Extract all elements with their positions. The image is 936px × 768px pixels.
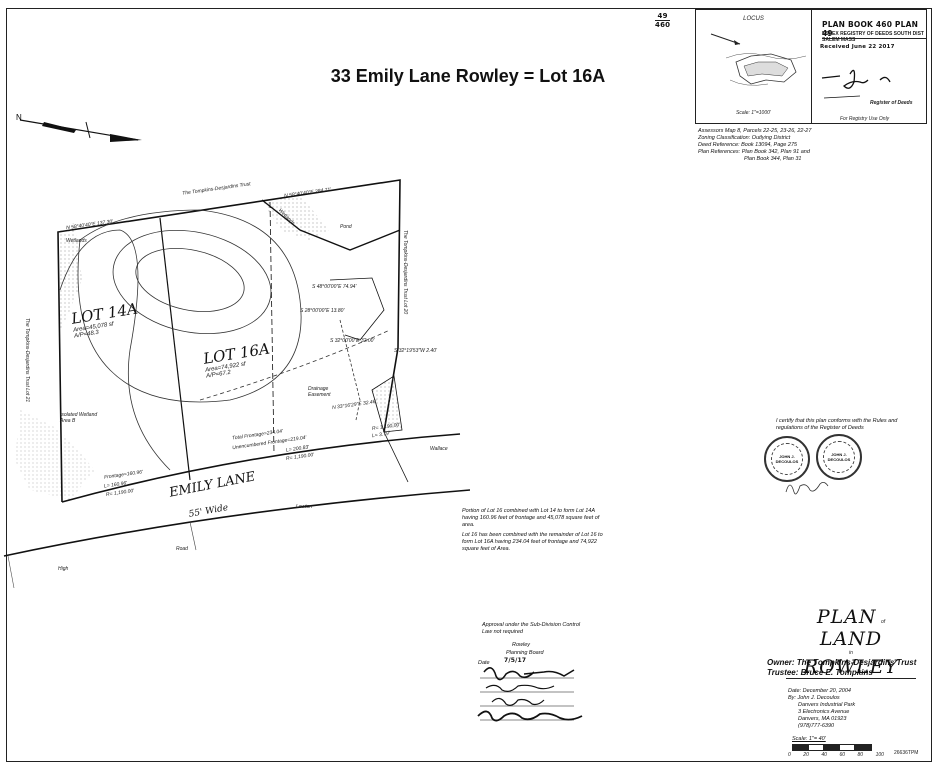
surveyor-line: Danvers Industrial Park <box>798 702 856 708</box>
scale-tick: 100 <box>875 752 884 758</box>
locus-map <box>710 33 807 86</box>
approval-statement: Approval under the Sub-Division Control … <box>482 622 581 635</box>
plan-drawing <box>3 179 470 589</box>
reference-line: Plan Book 344, Plan 31 <box>744 156 802 162</box>
reference-line: Plan References: Plan Book 342, Plan 91 … <box>698 149 810 155</box>
drainage-easement-label: Drainage Easement <box>308 386 331 398</box>
plan-title-town: ROWLEY <box>786 656 916 679</box>
svg-text:N: N <box>16 113 22 122</box>
scale-tick: 0 <box>788 752 791 758</box>
road-label-wallace: Wallace <box>430 446 448 452</box>
street-line-south <box>3 489 470 557</box>
seal-text: JOHN J. DECOULOS <box>823 441 855 473</box>
approval-date-label: Date <box>478 660 490 666</box>
bearing-s4: S 32°19'53"W 2.40' <box>394 348 437 354</box>
sheet-reference: 49 460 <box>655 12 671 29</box>
plan-book-stamp: PLAN BOOK 460 PLAN 49 <box>822 20 926 39</box>
approval-board: Planning Board <box>506 650 544 656</box>
surveyor-seal-2: JOHN J. DECOULOS <box>816 434 862 480</box>
approval-town: Rowley <box>512 642 531 648</box>
approval-date: 7/5/17 <box>504 657 527 664</box>
register-label: Register of Deeds <box>870 100 913 106</box>
scale-tick: 80 <box>857 752 864 758</box>
surveyor-seal-1: JOHN J. DECOULOS <box>764 436 810 482</box>
reference-line: Zoning Classification: Outlying District <box>698 135 791 141</box>
seal-signature <box>785 482 829 495</box>
surveyor-line: (978)777-6390 <box>798 723 835 729</box>
reference-line: Assessors Map 8, Parcels 22-25, 23-26, 2… <box>698 128 812 134</box>
seal-text: JOHN J. DECOULOS <box>771 443 803 475</box>
surveyor-line: Date: December 20, 2004 <box>788 688 851 694</box>
plan-title-in: in <box>849 650 853 656</box>
plan-title-word: PLAN <box>816 606 877 628</box>
plan-title-word: LAND <box>819 628 883 650</box>
abutter-west: The Tompkins-Desjardins Trust Lot 21 <box>24 318 30 403</box>
north-arrow-icon: N <box>16 113 142 142</box>
title-block: LOCUS Scale: 1"=1000' PLAN BOOK 460 PLAN… <box>695 9 927 124</box>
sheet-ref-top: 49 <box>657 12 668 20</box>
pond-label: Pond <box>340 224 352 230</box>
scale-tick: 20 <box>803 752 809 758</box>
lot-notes: Portion of Lot 16 combined with Lot 14 t… <box>462 508 612 553</box>
reference-line: Deed Reference: Book 13094, Page 275 <box>698 142 798 148</box>
page-headline: 33 Emily Lane Rowley = Lot 16A <box>330 66 606 86</box>
file-number: 26636TPM <box>894 750 919 756</box>
isolated-wetland-label: Isolated Wetland Area B <box>60 412 98 424</box>
reference-notes: Assessors Map 8, Parcels 22-25, 23-26, 2… <box>698 128 811 163</box>
locus-panel: LOCUS Scale: 1"=1000' <box>696 10 812 123</box>
planning-board-signatures <box>477 667 583 722</box>
locus-title: LOCUS <box>743 16 764 22</box>
register-signature <box>821 69 891 99</box>
received-stamp: Received June 22 2017 <box>820 44 895 50</box>
road-label-high: High <box>58 566 69 572</box>
certification: I certify that this plan conforms with t… <box>776 418 898 431</box>
surveyor-line: Danvers, MA 01923 <box>798 716 847 722</box>
registry-panel: PLAN BOOK 460 PLAN 49 ESSEX REGISTRY OF … <box>812 10 926 123</box>
scale-label: Scale: 1"= 40' <box>792 736 826 742</box>
locus-scale: Scale: 1"=1000' <box>736 110 771 116</box>
plan-frame <box>6 8 932 762</box>
surveyor-line: 3 Electronics Avenue <box>798 709 850 715</box>
scale-bar <box>792 744 872 751</box>
isolated-wetland-area <box>15 410 95 500</box>
bearing-s1: S 48°00'00"E 74.94' <box>312 284 357 290</box>
lot-note: Lot 16 has been combined with the remain… <box>462 532 603 552</box>
scale-tick: 60 <box>839 752 846 758</box>
pond-wetland-area <box>262 196 330 240</box>
road-label-lowton: Lowton <box>296 504 313 510</box>
scale-ticks: 0 20 40 60 80 100 <box>788 752 884 758</box>
plan-title: PLAN of LAND in ROWLEY <box>786 606 916 679</box>
surveyor-line: By: John J. Decoulos <box>788 695 840 701</box>
scale-tick: 40 <box>821 752 827 758</box>
registry-name: ESSEX REGISTRY OF DEEDS SOUTH DIST SALEM… <box>822 31 924 43</box>
wetland-area-west <box>58 222 82 330</box>
surveyor-info: Date: December 20, 2004 By: John J. Deco… <box>788 688 855 730</box>
abutter-east: The Tompkins-Desjardins Trust Lot 20 <box>402 230 408 315</box>
easement-line <box>269 201 275 455</box>
owner: Owner: The Tompkins-Desjardins Trust <box>767 658 917 667</box>
bearing-s2: S 28°00'00"E 13.80' <box>300 308 345 314</box>
wetlands-label: Wetlands <box>66 238 87 244</box>
lot-note: Portion of Lot 16 combined with Lot 14 t… <box>462 508 600 528</box>
plan-title-of: of <box>881 619 886 625</box>
road-label-road: Road <box>176 546 188 552</box>
street-line-north <box>61 433 461 503</box>
trustee: Trustee: Bruce E. Tompkins <box>767 668 873 677</box>
registry-use-only: For Registry Use Only <box>840 116 890 122</box>
sheet-ref-bottom: 460 <box>655 20 671 29</box>
lot-division-line <box>159 217 191 481</box>
bearing-s3: S 32°00'00"E 32.00' <box>330 338 375 344</box>
